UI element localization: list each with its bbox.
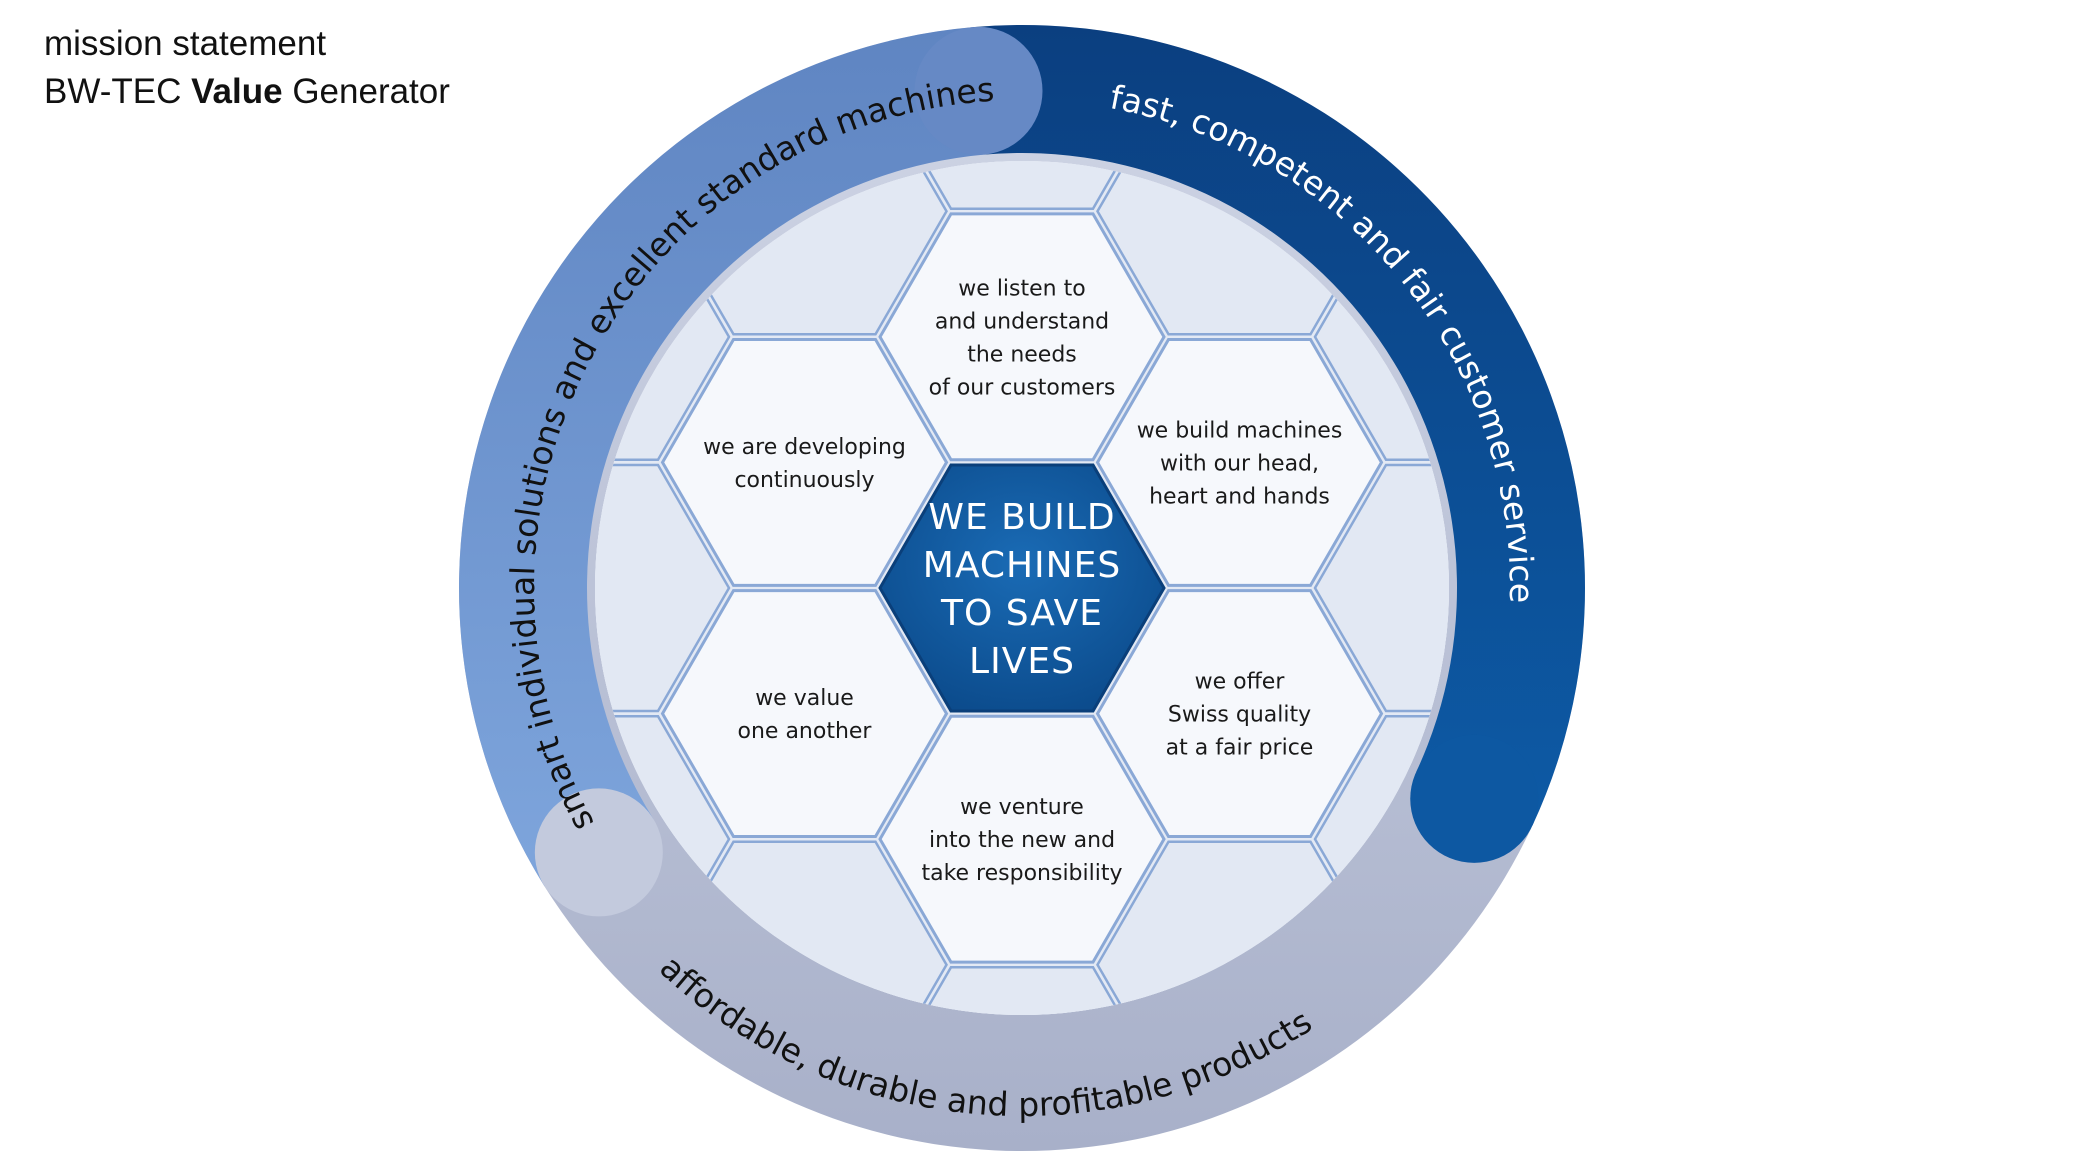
hexagon-text-line: we listen to	[958, 276, 1085, 301]
outer-ring-left	[459, 27, 985, 887]
outer-decorative-hexagon	[878, 161, 1166, 210]
center-title-line: WE BUILD	[928, 497, 1115, 538]
title-line-2: BW-TEC Value Generator	[44, 68, 450, 116]
hexagon-text-line: with our head,	[1160, 451, 1319, 476]
hexagon-text-upper-left: we are developing continuously	[703, 435, 906, 493]
hexagon-upper-left	[660, 338, 949, 587]
hexagon-text-upper-right: we build machines with our head, heart and…	[1137, 418, 1343, 509]
hexagon-text-bottom: we venture into the new and take responsib…	[921, 795, 1122, 886]
hexagon-text-top: we listen to and understand the needs of ou…	[929, 276, 1116, 400]
hexagon-text-line: continuously	[734, 468, 874, 493]
outer-ring-bottom-cap	[534, 788, 663, 917]
title-bold-word: Value	[191, 72, 283, 111]
hexagon-text-line: the needs	[967, 342, 1077, 367]
title-suffix: Generator	[282, 72, 450, 111]
center-title-line: TO SAVE	[940, 593, 1103, 634]
hexagon-top	[878, 212, 1166, 462]
outer-ring-right	[972, 24, 1586, 826]
hexagon-text-line: heart and hands	[1149, 484, 1330, 509]
hexagon-lower-left	[660, 589, 949, 838]
outer-ring-right-cap	[1410, 734, 1539, 863]
hexagon-text-line: of our customers	[929, 375, 1116, 400]
outer-decorative-hexagon	[1313, 463, 1449, 713]
center-hexagon	[878, 463, 1166, 713]
hexagon-bottom	[878, 714, 1166, 964]
hexagon-text-line: and understand	[935, 309, 1109, 334]
hexagon-text-line: we venture	[960, 795, 1084, 820]
center-title: WE BUILD MACHINES TO SAVE LIVES	[923, 497, 1121, 682]
title-line-1: mission statement	[44, 24, 327, 63]
outer-ring-left-cap	[914, 26, 1043, 155]
outer-decorative-hexagon	[878, 966, 1166, 1015]
title-prefix: BW-TEC	[44, 72, 192, 111]
center-title-line: MACHINES	[923, 545, 1121, 586]
hexagon-text-line: take responsibility	[921, 861, 1122, 886]
outer-decorative-hexagon	[595, 463, 731, 713]
center-title-line: LIVES	[969, 641, 1075, 682]
hexagon-upper-right	[1095, 338, 1384, 587]
hexagon-text-line: we offer	[1195, 670, 1286, 695]
hexagon-text-line: we are developing	[703, 435, 906, 460]
hexagon-text-line: we value	[755, 686, 854, 711]
center-text: WE BUILD MACHINES TO SAVE LIVES	[923, 497, 1121, 682]
hexagon-text-line: Swiss quality	[1168, 703, 1311, 728]
hexagon-text-line: one another	[738, 719, 873, 744]
hexagon-text-line: we build machines	[1137, 418, 1343, 443]
hexagon-lower-right	[1095, 589, 1384, 838]
hexagon-text-line: into the new and	[929, 828, 1115, 853]
hexagon-text-line: at a fair price	[1166, 736, 1314, 761]
hexagon-text-lower-left: we value one another	[738, 686, 873, 744]
page-title: mission statement BW-TEC Value Generator	[44, 20, 450, 116]
